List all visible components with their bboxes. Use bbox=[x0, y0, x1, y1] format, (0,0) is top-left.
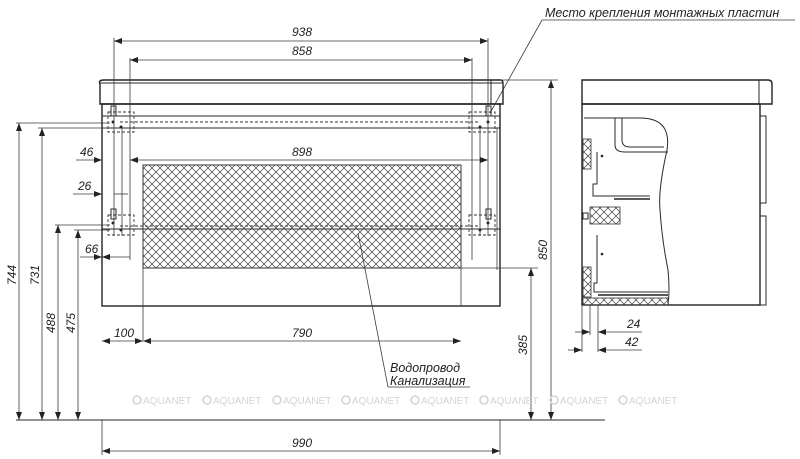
dimension-731: 731 bbox=[28, 127, 110, 420]
watermark: AQUANET bbox=[341, 395, 400, 407]
watermark-row: AQUANET AQUANET AQUANET AQUANET AQUANET … bbox=[132, 395, 677, 407]
svg-text:AQUANET: AQUANET bbox=[490, 396, 538, 407]
svg-text:AQUANET: AQUANET bbox=[213, 396, 261, 407]
svg-text:938: 938 bbox=[292, 25, 312, 39]
dimension-100: 100 bbox=[102, 326, 143, 344]
svg-text:475: 475 bbox=[64, 313, 78, 333]
svg-text:790: 790 bbox=[292, 326, 312, 340]
svg-text:990: 990 bbox=[292, 436, 312, 450]
dimension-488: 488 bbox=[44, 224, 110, 420]
svg-text:24: 24 bbox=[626, 317, 641, 331]
svg-text:Канализация: Канализация bbox=[390, 374, 466, 388]
countertop-outline bbox=[98, 79, 504, 105]
dimension-990: 990 bbox=[101, 420, 501, 455]
watermark: AQUANET bbox=[410, 395, 469, 407]
svg-text:385: 385 bbox=[516, 335, 530, 355]
dimension-385: 385 bbox=[461, 267, 538, 420]
svg-text:66: 66 bbox=[85, 242, 99, 256]
svg-text:Место крепления монтажных плас: Место крепления монтажных пластин bbox=[545, 6, 779, 20]
svg-text:850: 850 bbox=[536, 240, 550, 260]
svg-text:46: 46 bbox=[80, 145, 94, 159]
watermark: AQUANET bbox=[549, 395, 608, 407]
watermark: AQUANET bbox=[202, 395, 261, 407]
callout-pipes: Водопровод Канализация bbox=[357, 232, 470, 388]
svg-text:AQUANET: AQUANET bbox=[560, 396, 608, 407]
side-view bbox=[581, 79, 773, 306]
mounting-plate-right-bottom bbox=[468, 208, 496, 236]
dimension-26: 26 bbox=[73, 179, 128, 197]
svg-text:731: 731 bbox=[28, 265, 42, 285]
svg-text:AQUANET: AQUANET bbox=[283, 396, 331, 407]
dimension-858: 858 bbox=[130, 44, 472, 63]
dimension-475: 475 bbox=[64, 229, 110, 420]
dimension-46: 46 bbox=[76, 145, 102, 163]
svg-text:744: 744 bbox=[5, 265, 19, 285]
svg-text:AQUANET: AQUANET bbox=[143, 396, 191, 407]
dimension-744: 744 bbox=[5, 122, 110, 420]
callout-mounting-plates: Место крепления монтажных пластин bbox=[489, 6, 795, 114]
dimension-42: 42 bbox=[568, 335, 642, 353]
front-view bbox=[98, 38, 504, 340]
dimension-790: 790 bbox=[143, 326, 461, 344]
dimension-898: 898 bbox=[130, 145, 488, 163]
svg-text:488: 488 bbox=[44, 313, 58, 333]
mounting-plate-left-top bbox=[107, 105, 135, 133]
watermark: AQUANET bbox=[618, 395, 677, 407]
svg-text:AQUANET: AQUANET bbox=[352, 396, 400, 407]
watermark: AQUANET bbox=[132, 395, 191, 407]
cabinet-body bbox=[101, 103, 501, 307]
svg-text:100: 100 bbox=[114, 326, 134, 340]
svg-text:898: 898 bbox=[292, 145, 312, 159]
svg-text:AQUANET: AQUANET bbox=[421, 396, 469, 407]
svg-text:858: 858 bbox=[292, 44, 312, 58]
svg-text:Водопровод: Водопровод bbox=[390, 361, 460, 375]
watermark: AQUANET bbox=[272, 395, 331, 407]
dimension-66: 66 bbox=[80, 242, 130, 260]
svg-text:42: 42 bbox=[625, 335, 639, 349]
dimension-24: 24 bbox=[575, 305, 642, 352]
svg-text:26: 26 bbox=[77, 179, 92, 193]
dimension-938: 938 bbox=[114, 25, 488, 44]
dimension-850: 850 bbox=[503, 79, 558, 420]
svg-text:AQUANET: AQUANET bbox=[629, 396, 677, 407]
watermark: AQUANET bbox=[479, 395, 538, 407]
hatched-service-zone bbox=[142, 164, 462, 269]
